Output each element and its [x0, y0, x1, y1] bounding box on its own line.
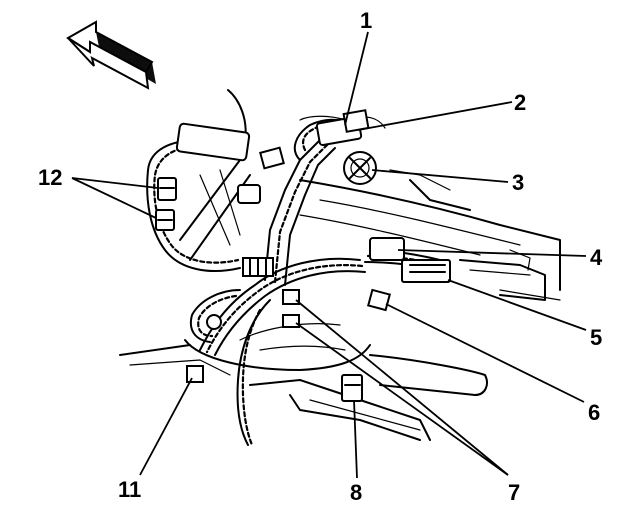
callout-11: 11: [118, 477, 141, 502]
callout-1: 1: [360, 8, 372, 33]
callout-4: 4: [590, 245, 603, 270]
callout-5: 5: [590, 325, 602, 350]
leader-lines: [71, 31, 587, 479]
callout-8: 8: [350, 480, 362, 505]
callout-12: 12: [38, 165, 62, 190]
vehicle-body-structure: [119, 89, 561, 441]
connector-parts: [155, 109, 451, 402]
callout-labels: 1 2 3 4 5 6 7 8 11 12: [38, 8, 603, 505]
callout-2: 2: [514, 90, 526, 115]
wiring-harness: [146, 118, 442, 447]
callout-3: 3: [512, 170, 524, 195]
callout-7: 7: [508, 480, 520, 505]
front-direction-arrow-icon: [66, 20, 156, 90]
callout-6: 6: [588, 400, 600, 425]
